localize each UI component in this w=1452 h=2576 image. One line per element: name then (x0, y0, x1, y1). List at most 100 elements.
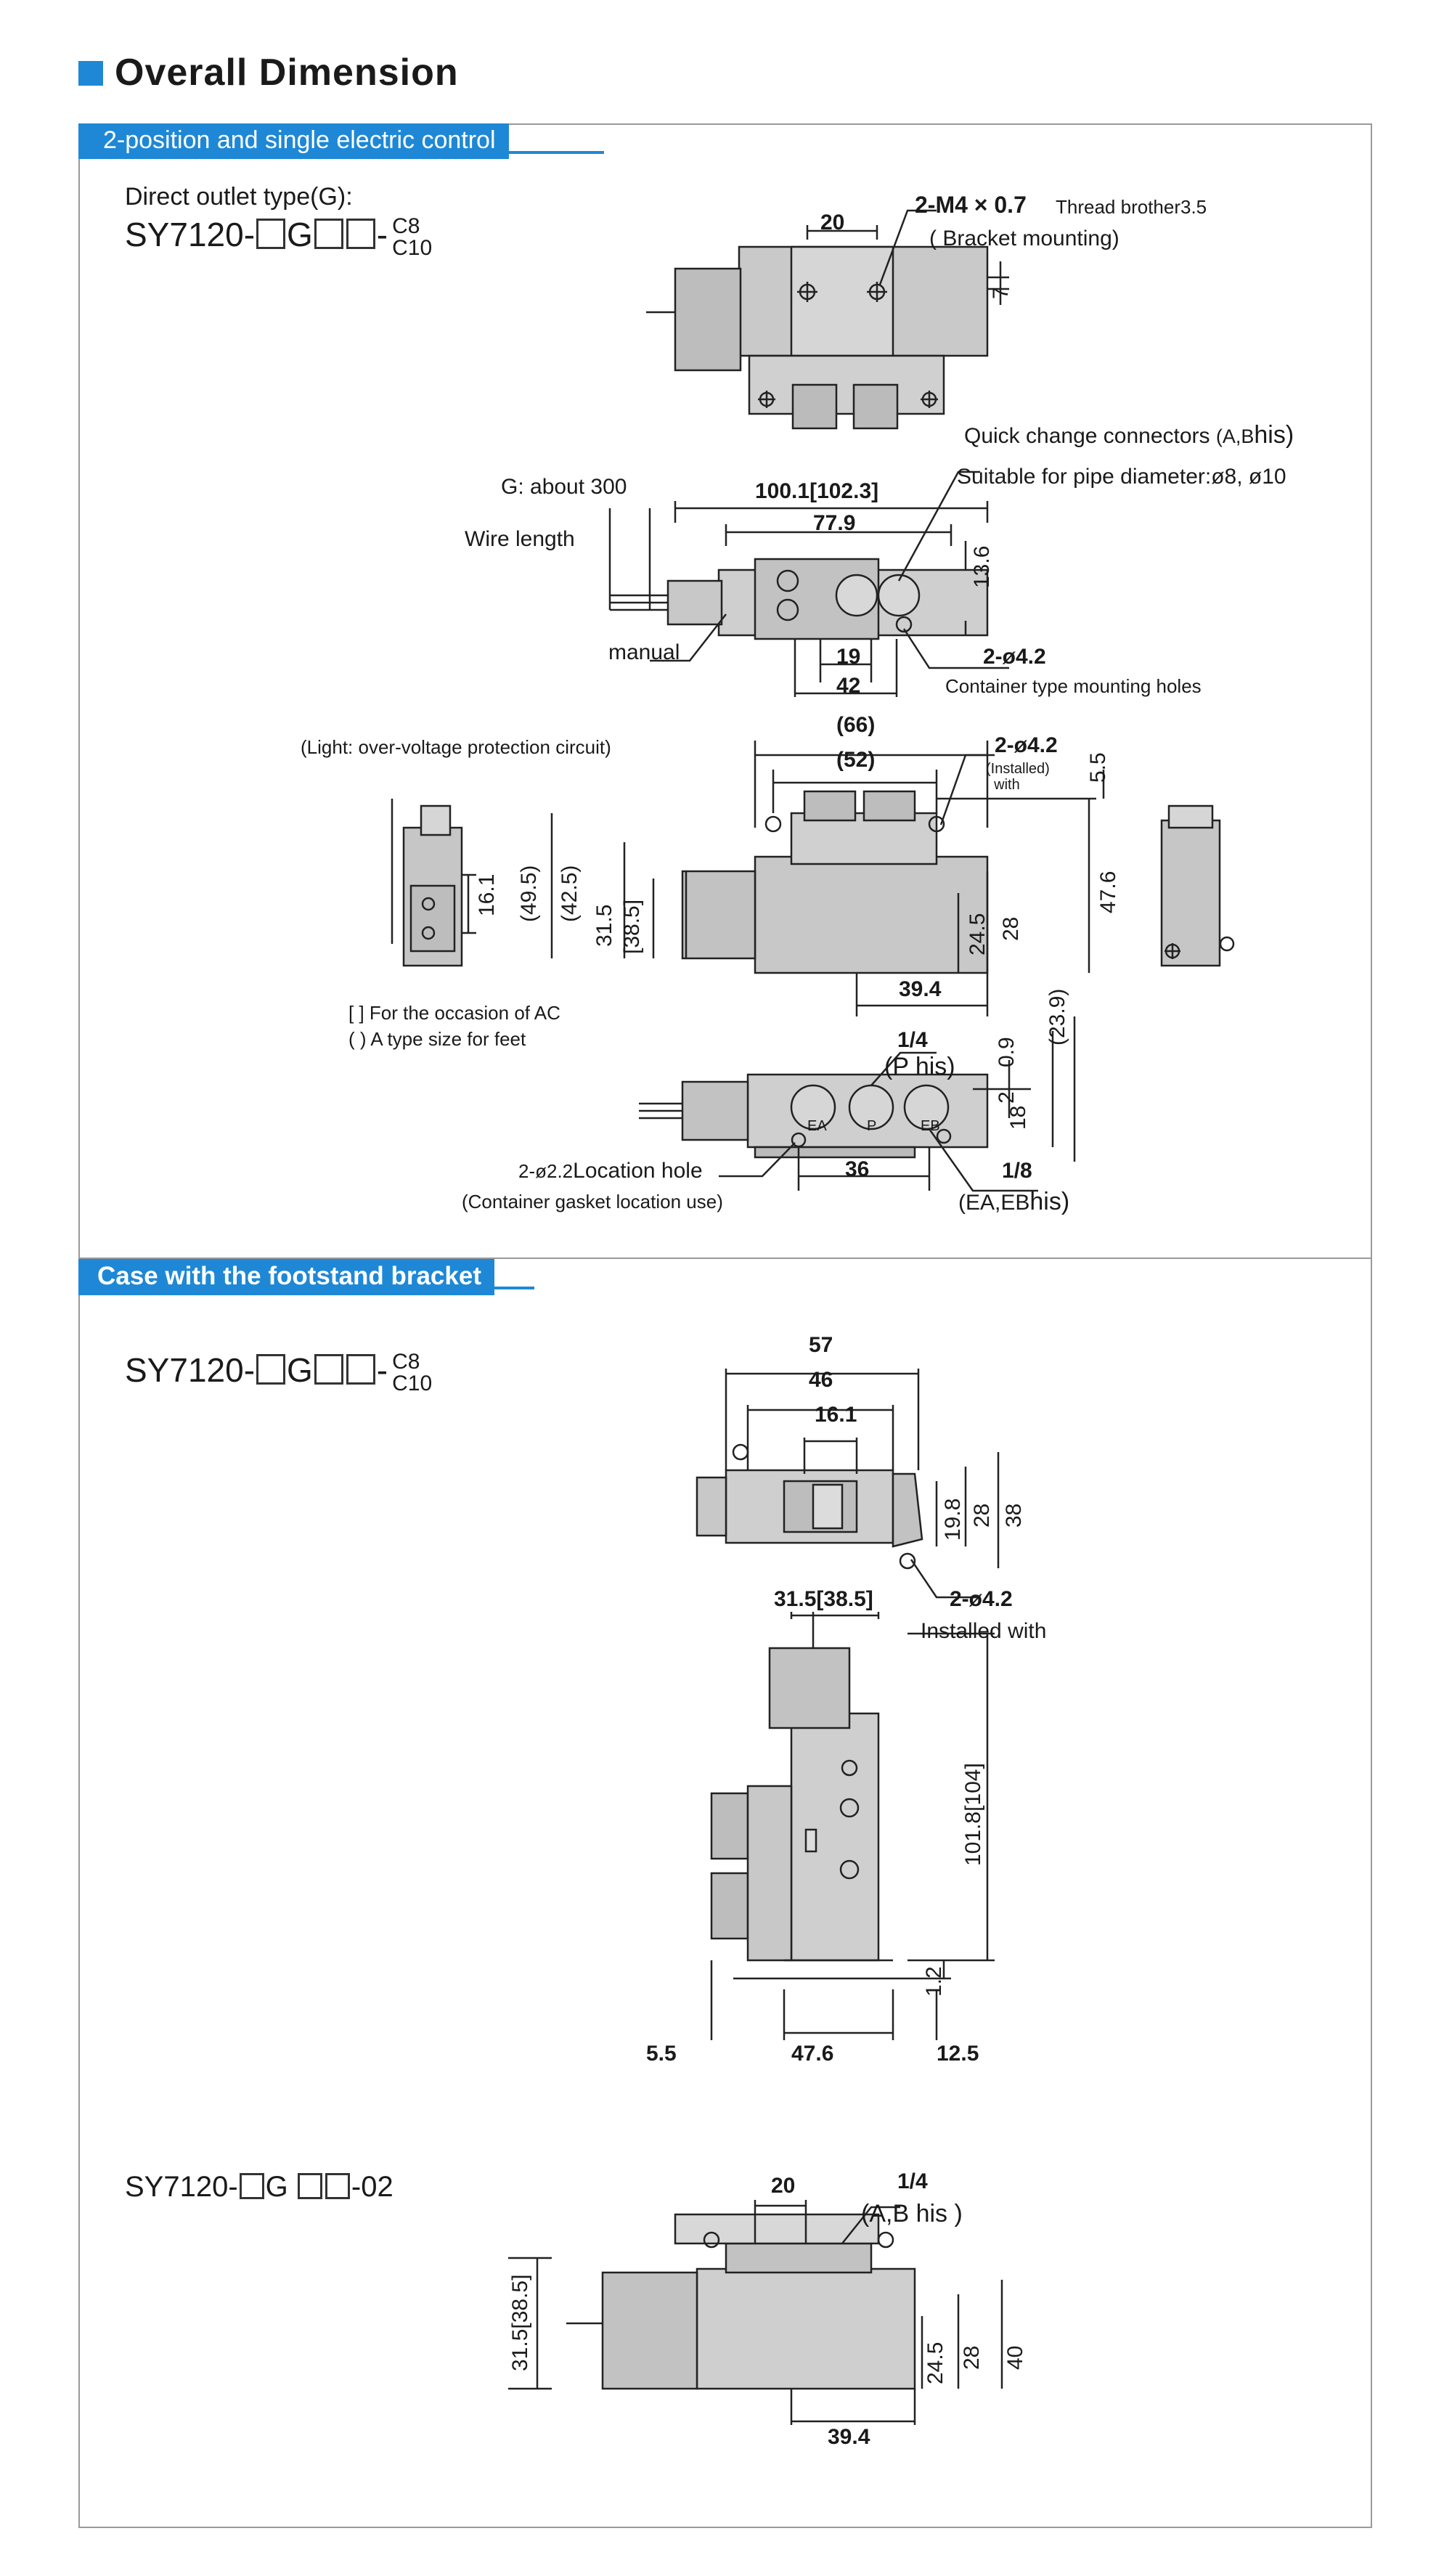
s1-side-suitable-text: Suitable for pipe diameter: (957, 465, 1212, 489)
s1-bottom-loc: 2-ø2.2Location hole (518, 1159, 703, 1183)
s1-top-view (646, 209, 1009, 430)
s2-top-dim-28: 28 (970, 1503, 994, 1528)
s2-mount-holes: 2-ø4.2 (950, 1587, 1013, 1611)
s1-left-dim-161: 16.1 (475, 873, 499, 916)
s1-side-pipe-dia: ø8, ø10 (1211, 465, 1286, 489)
s1-top-thread: 2-M4 × 0.7 (915, 192, 1027, 218)
s1-bottom-p: P (867, 1118, 877, 1134)
model-prefix: SY7120- (125, 1351, 256, 1389)
s1-bottom-eb: EB (921, 1118, 940, 1134)
s1-side-quick-text: Quick change connectors (964, 424, 1210, 448)
s1-front-installed: (Installed) with (986, 761, 1050, 793)
s1-front-dim-55: 5.5 (1086, 752, 1110, 783)
model-g: G (287, 216, 313, 253)
title-marker (78, 61, 103, 86)
content-frame (78, 123, 1372, 2528)
s1-bottom-eaeb-his: his) (1029, 1188, 1070, 1215)
s1-side-dim-779: 77.9 (813, 511, 856, 535)
s1-side-quick-ab: (A,B (1215, 425, 1255, 447)
s1-bottom-eaeb: (EA,EBhis) (958, 1188, 1069, 1216)
s2-v2-dim-28: 28 (960, 2345, 984, 2370)
page-title: Overall Dimension (115, 52, 459, 94)
s2-v2-dim-245: 24.5 (923, 2341, 947, 2384)
model2-suffix: -02 (351, 2171, 393, 2203)
s1-bottom-ea: EA (807, 1118, 827, 1134)
s1-side-view (608, 470, 1009, 697)
s2-view2 (508, 2200, 1003, 2425)
model-box (297, 2173, 322, 2199)
s1-front-dim-385: [38.5] (620, 899, 644, 954)
s1-bottom-eighth: 1/8 (1002, 1159, 1032, 1183)
s1-side-holes: 2-ø4.2 (983, 645, 1046, 669)
model-box (314, 219, 343, 249)
s1-front-dim-52: (52) (836, 748, 876, 772)
s1-side-wire-length: Wire length (465, 527, 575, 551)
s2-side-view (710, 1612, 995, 2040)
model2-g: G (265, 2171, 288, 2203)
s2-side-dim-476: 47.6 (791, 2042, 834, 2066)
s1-front-dim-425: (42.5) (558, 865, 582, 922)
s2-v2-dim-394: 39.4 (828, 2425, 870, 2449)
s2-top-dim-161: 16.1 (815, 1403, 857, 1427)
s1-front-dim-315: 31.5 (592, 904, 616, 947)
s2-side-dim-1018: 101.8[104] (961, 1763, 985, 1866)
s2-side-dim-55: 5.5 (646, 2042, 677, 2066)
s2-top-dim-57: 57 (809, 1333, 833, 1357)
s1-front-holes: 2-ø4.2 (995, 733, 1058, 757)
s2-side-dim-125: 12.5 (937, 2042, 979, 2066)
model-box (239, 2173, 264, 2199)
s1-bottom-p-his: (P his) (884, 1053, 955, 1080)
model-box (346, 1354, 375, 1385)
s1-bottom-eaeb-text: (EA,EB (958, 1191, 1030, 1215)
s1-bottom-view (639, 1016, 1076, 1192)
s2-mount-installed: Installed with (921, 1619, 1047, 1643)
model-box (256, 1354, 286, 1385)
s1-side-dim-total: 100.1[102.3] (755, 479, 879, 503)
model-dash: - (376, 216, 388, 253)
s2-top-dim-46: 46 (809, 1368, 833, 1392)
s1-front-dim-66: (66) (836, 713, 876, 737)
s1-side-g-about-text: G: about (501, 475, 585, 499)
s1-bottom-loc-label: Location hole (573, 1159, 703, 1183)
model-c8: C8 (392, 1349, 420, 1374)
s1-side-quick: Quick change connectors (A,Bhis) (964, 421, 1294, 449)
s2-top-dim-198: 19.8 (941, 1498, 965, 1541)
model-box (256, 219, 286, 249)
s2-v2-dim-315: 31.5[38.5] (508, 2274, 532, 2371)
s1-side-g-300: 300 (590, 475, 627, 499)
section1-tab: 2-position and single electric control (78, 123, 509, 159)
model-prefix: SY7120- (125, 216, 256, 253)
model-box (346, 219, 375, 249)
section2-tab: Case with the footstand bracket (78, 1259, 494, 1295)
s1-front-view (550, 741, 1105, 1016)
s1-front-installed-text: (Installed) (986, 761, 1050, 777)
s1-side-dim-136: 13.6 (970, 545, 994, 588)
model-box (325, 2173, 350, 2199)
s1-side-dim-19: 19 (836, 645, 861, 669)
s1-bottom-loc-hole: 2-ø2.2 (518, 1160, 574, 1182)
s1-bottom-quarter: 1/4 (897, 1028, 928, 1052)
section-divider (78, 1258, 1372, 1259)
s1-note-ac: [ ] For the occasion of AC (348, 1002, 560, 1024)
s2-top-dim-38: 38 (1002, 1503, 1026, 1528)
s1-side-g-about: G: about 300 (501, 475, 627, 500)
model-c10: C10 (392, 1371, 433, 1395)
s1-side-quick-his: his) (1254, 421, 1294, 449)
s2-v2-quarter: 1/4 (897, 2169, 928, 2193)
s1-front-dim-476: 47.6 (1096, 871, 1120, 913)
s1-note-feet: ( ) A type size for feet (348, 1028, 526, 1050)
s1-front-dim-394: 39.4 (899, 977, 942, 1001)
s1-side-manual: manual (608, 640, 680, 664)
s1-front-light-note: (Light: over-voltage protection circuit) (301, 736, 611, 758)
s1-bottom-dim-36: 36 (845, 1157, 870, 1181)
s1-bottom-dim-239: (23.9) (1045, 988, 1069, 1046)
section1-subtitle: Direct outlet type(G): (125, 183, 353, 211)
s1-top-dim-20: 20 (820, 211, 845, 235)
s1-top-thread-note: Thread brother3.5 (1056, 196, 1207, 218)
model-dash: - (376, 1351, 388, 1389)
